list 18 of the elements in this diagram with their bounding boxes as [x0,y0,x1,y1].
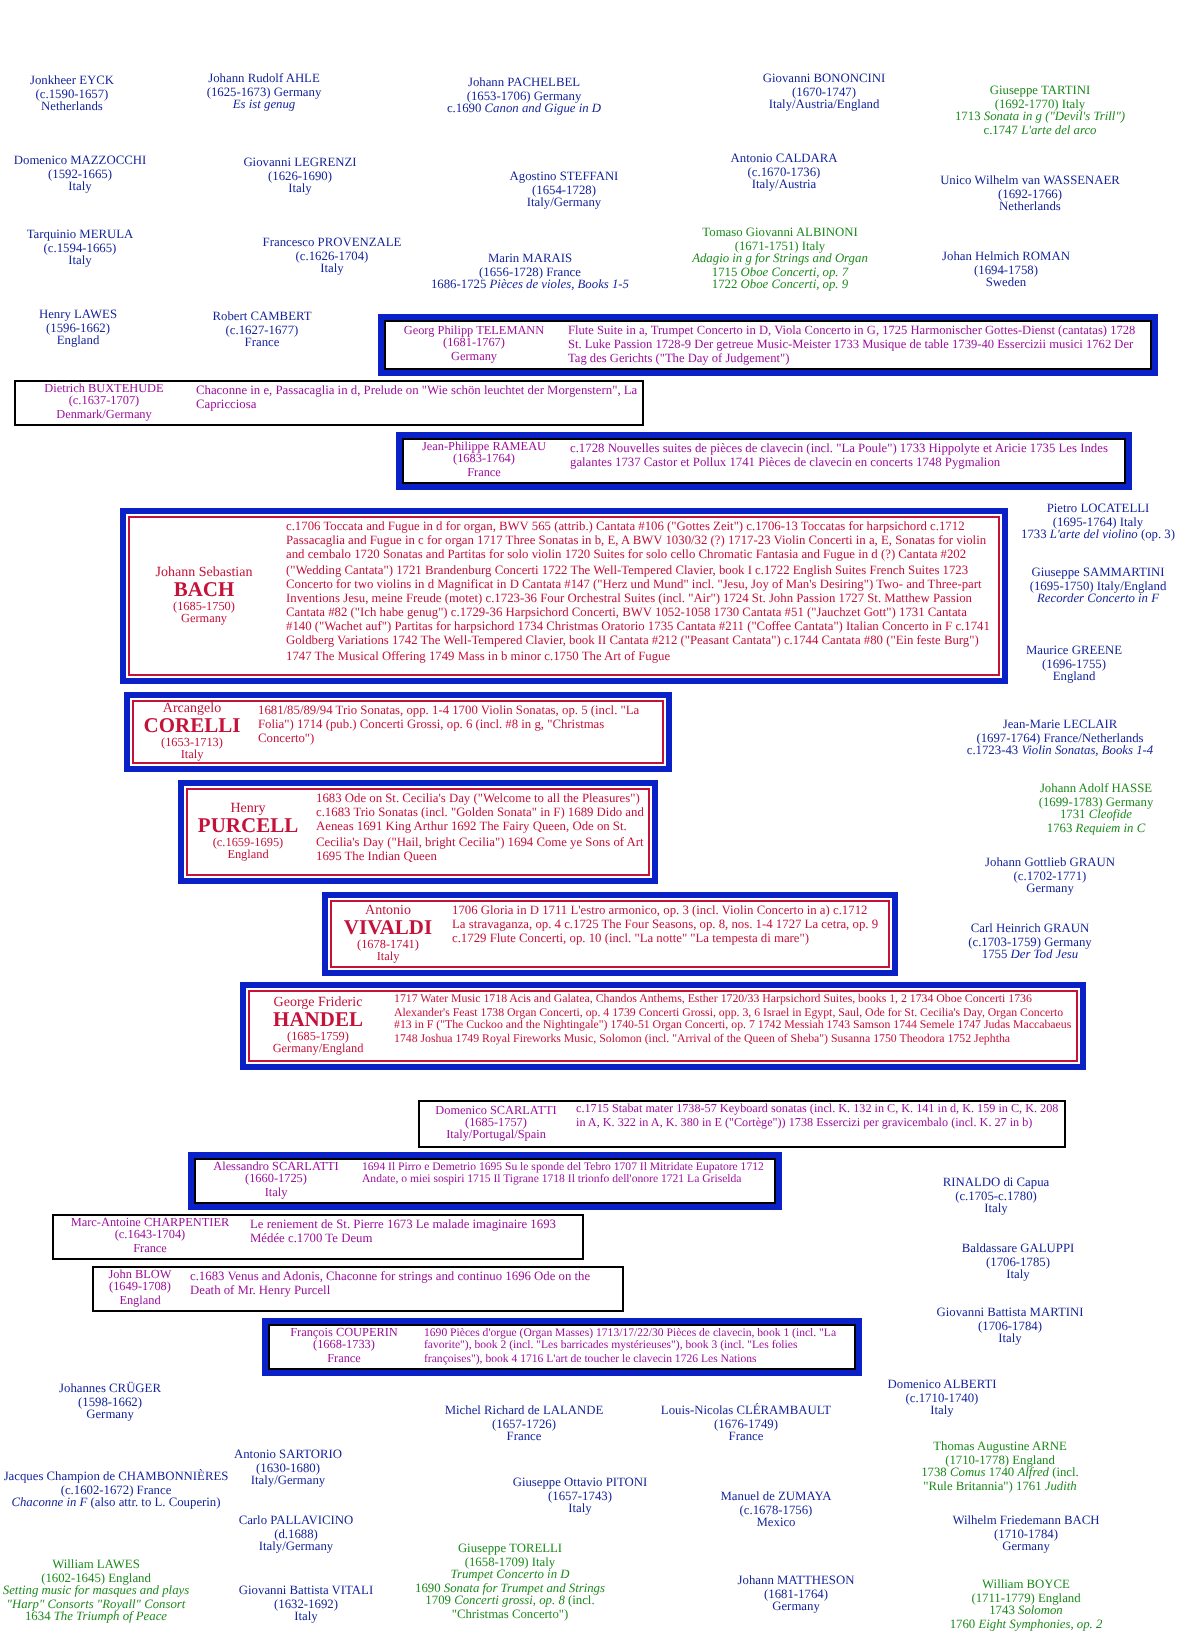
composer-surname: HANDEL [273,1010,363,1032]
composer-box [378,314,1158,376]
composer-box [178,780,658,884]
composer-surname: PURCELL [197,816,299,838]
composer-box [120,508,1008,684]
composer-box [240,982,1086,1070]
composer-box [262,1318,862,1376]
composer-surname: CORELLI [143,716,241,738]
composer-box [124,692,672,772]
composer-box [92,1266,624,1312]
composer-surname: VIVALDI [343,918,433,940]
composer-box [322,892,898,976]
composer-box [396,432,1132,490]
composer-box [14,380,644,426]
composer-box [52,1214,584,1260]
composer-box [188,1152,782,1210]
composer-surname: BACH [173,580,235,602]
composer-box [418,1100,1066,1148]
